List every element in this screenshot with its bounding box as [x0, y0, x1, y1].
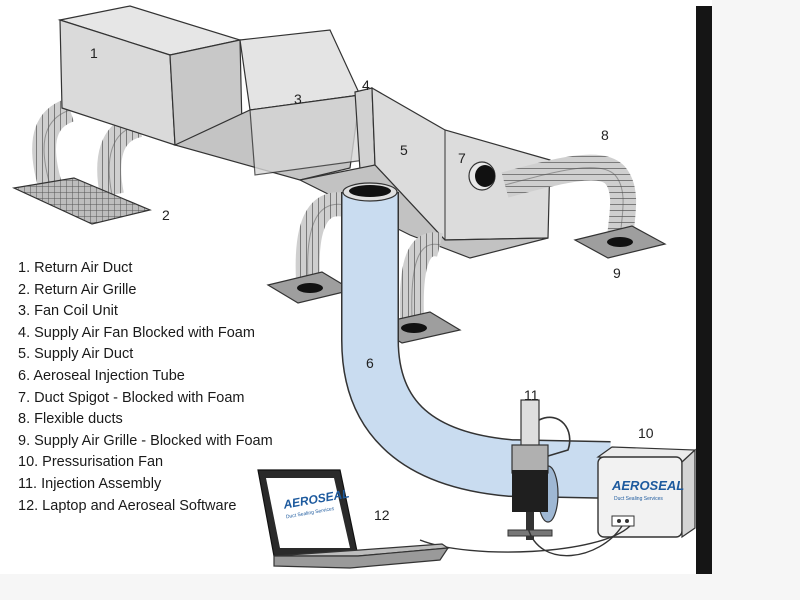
- supply-air-grille-right: [573, 225, 667, 259]
- callout-7: 7: [458, 150, 466, 166]
- legend-item: 1. Return Air Duct: [18, 260, 133, 276]
- fan-brand-tagline: Duct Sealing Services: [614, 496, 663, 502]
- supply-flex-left: [295, 192, 348, 281]
- legend-item: 3. Fan Coil Unit: [18, 303, 118, 320]
- callout-3: 3: [294, 91, 302, 107]
- legend-item: 7. Duct Spigot - Blocked with Foam: [18, 389, 245, 406]
- hvac-diagram: AEROSEAL Duct Sealing Services AEROSEAL …: [11, 5, 697, 569]
- pressurisation-fan: AEROSEAL Duct Sealing Services: [596, 446, 697, 539]
- legend-item: 4. Supply Air Fan Blocked with Foam: [18, 324, 255, 341]
- legend-item: 12. Laptop and Aeroseal Software: [18, 497, 237, 514]
- legend-item: 10. Pressurisation Fan: [18, 454, 164, 471]
- supply-air-grille-left: [266, 271, 354, 304]
- callout-12: 12: [374, 507, 390, 523]
- callout-5: 5: [400, 142, 408, 158]
- callout-2: 2: [162, 207, 170, 223]
- component-legend: 1. Return Air Duct 2. Return Air Grille …: [18, 258, 273, 517]
- callout-9: 9: [613, 265, 621, 281]
- legend-item: 11. Injection Assembly: [18, 475, 162, 492]
- callout-11: 11: [524, 387, 539, 403]
- legend-item: 2. Return Air Grille: [18, 281, 137, 298]
- legend-item: 5. Supply Air Duct: [18, 346, 134, 363]
- frame-right-bar: [696, 6, 712, 574]
- fan-coil-unit: [173, 29, 366, 181]
- flexible-duct: [501, 154, 637, 240]
- callout-8: 8: [601, 127, 609, 143]
- injection-assembly: [507, 399, 571, 540]
- supply-flex-mid: [399, 232, 443, 319]
- legend-item: 6. Aeroseal Injection Tube: [18, 367, 185, 384]
- callout-1: 1: [90, 45, 98, 61]
- return-air-duct: [57, 5, 243, 146]
- legend-item: 9. Supply Air Grille - Blocked with Foam: [18, 432, 273, 449]
- callout-4: 4: [362, 77, 370, 93]
- callout-6: 6: [366, 355, 374, 371]
- callout-10: 10: [638, 425, 654, 441]
- legend-item: 8. Flexible ducts: [18, 411, 123, 428]
- return-air-grille: [11, 177, 152, 225]
- duct-spigot: [468, 161, 496, 191]
- fan-brand-name: AEROSEAL: [611, 478, 684, 493]
- laptop: AEROSEAL Duct Sealing Services: [257, 469, 450, 569]
